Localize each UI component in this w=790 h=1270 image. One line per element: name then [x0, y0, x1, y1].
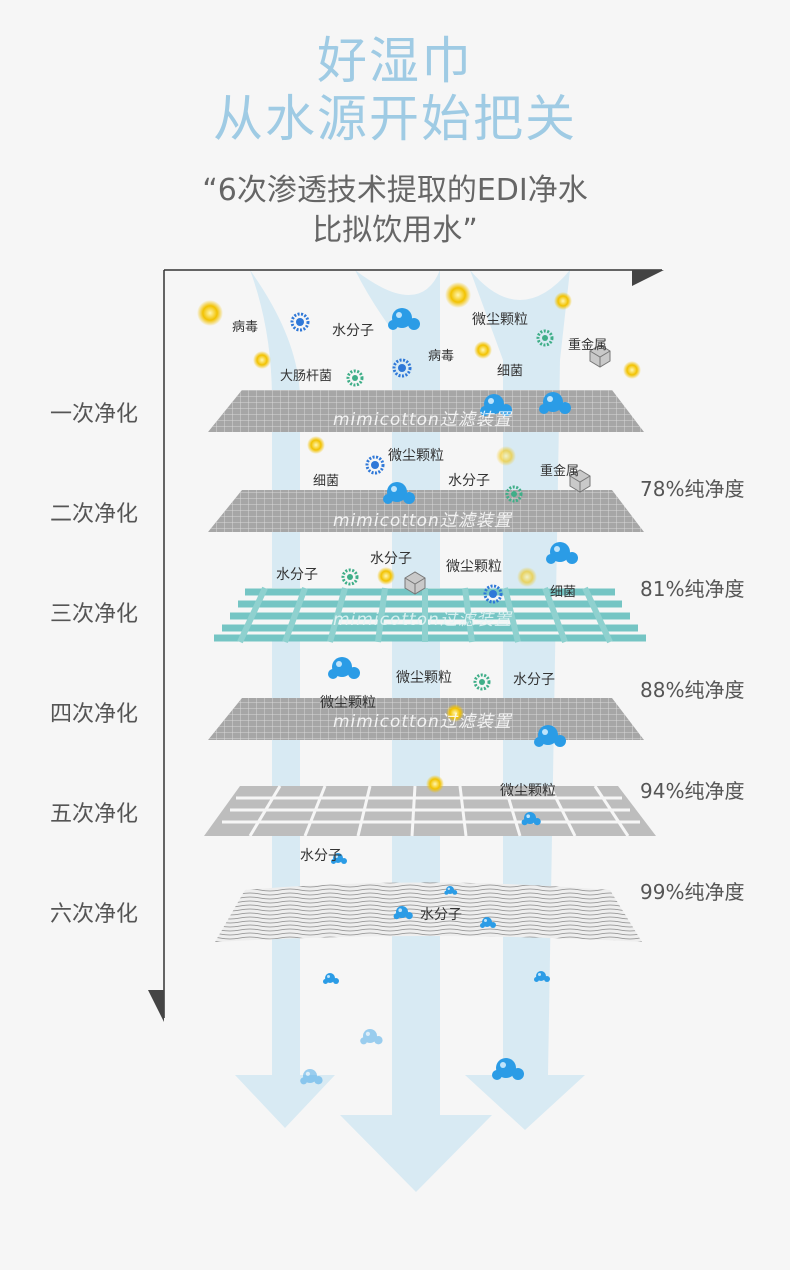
- filter-layer-1: [208, 390, 644, 432]
- filter-label-2: mimicotton过滤装置: [333, 511, 512, 531]
- label-water: 水分子: [300, 848, 342, 864]
- label-dust: 微尘颗粒: [446, 559, 502, 575]
- process-axis: [148, 269, 664, 1022]
- filter-label-3: mimicotton过滤装置: [333, 610, 512, 630]
- purity-stage-5: 94%纯净度: [640, 779, 745, 803]
- label-heavy-metal: 重金属: [540, 464, 580, 479]
- filter-layer-3: [210, 586, 648, 644]
- label-water: 水分子: [332, 323, 374, 339]
- label-bacteria: 细菌: [497, 364, 524, 379]
- label-ecoli: 大肠杆菌: [280, 369, 333, 384]
- label-water: 水分子: [370, 551, 412, 567]
- stage-label-3: 三次净化: [50, 602, 139, 627]
- filter-layer-6: [215, 882, 642, 942]
- subtitle-line-2: 比拟饮用水”: [312, 213, 478, 248]
- filter-layer-2: [208, 490, 644, 532]
- filter-layer-5: [204, 785, 656, 837]
- title-line-2: 从水源开始把关: [213, 90, 577, 148]
- subtitle-line-1: “6次渗透技术提取的EDI净水: [202, 173, 588, 208]
- label-dust: 微尘颗粒: [320, 695, 376, 711]
- label-bacteria: 细菌: [313, 474, 340, 489]
- label-bacteria: 细菌: [550, 585, 577, 600]
- label-dust: 微尘颗粒: [388, 448, 444, 464]
- title-line-1: 好湿巾: [317, 32, 473, 90]
- purity-stage-2: 78%纯净度: [640, 477, 745, 501]
- label-heavy-metal: 重金属: [568, 338, 608, 353]
- stage-label-1: 一次净化: [50, 402, 139, 427]
- filter-label-1: mimicotton过滤装置: [333, 410, 512, 430]
- label-water: 水分子: [448, 473, 490, 489]
- label-water: 水分子: [276, 567, 318, 583]
- dust-particles: [197, 282, 641, 793]
- purity-stage-6: 99%纯净度: [640, 880, 745, 904]
- filter-label-4: mimicotton过滤装置: [333, 712, 512, 732]
- label-dust: 微尘颗粒: [396, 670, 452, 686]
- stage-label-5: 五次净化: [50, 802, 139, 827]
- label-dust: 微尘颗粒: [472, 312, 528, 328]
- filter-layer-4: [208, 698, 644, 740]
- purity-stage-3: 81%纯净度: [640, 577, 745, 601]
- label-water: 水分子: [420, 907, 462, 923]
- purity-stage-4: 88%纯净度: [640, 678, 745, 702]
- label-water: 水分子: [513, 672, 555, 688]
- label-dust: 微尘颗粒: [500, 783, 556, 799]
- label-virus: 病毒: [232, 320, 259, 335]
- stage-label-4: 四次净化: [50, 702, 139, 727]
- label-virus: 病毒: [428, 349, 455, 364]
- stage-label-2: 二次净化: [50, 502, 139, 527]
- stage-label-6: 六次净化: [50, 902, 139, 927]
